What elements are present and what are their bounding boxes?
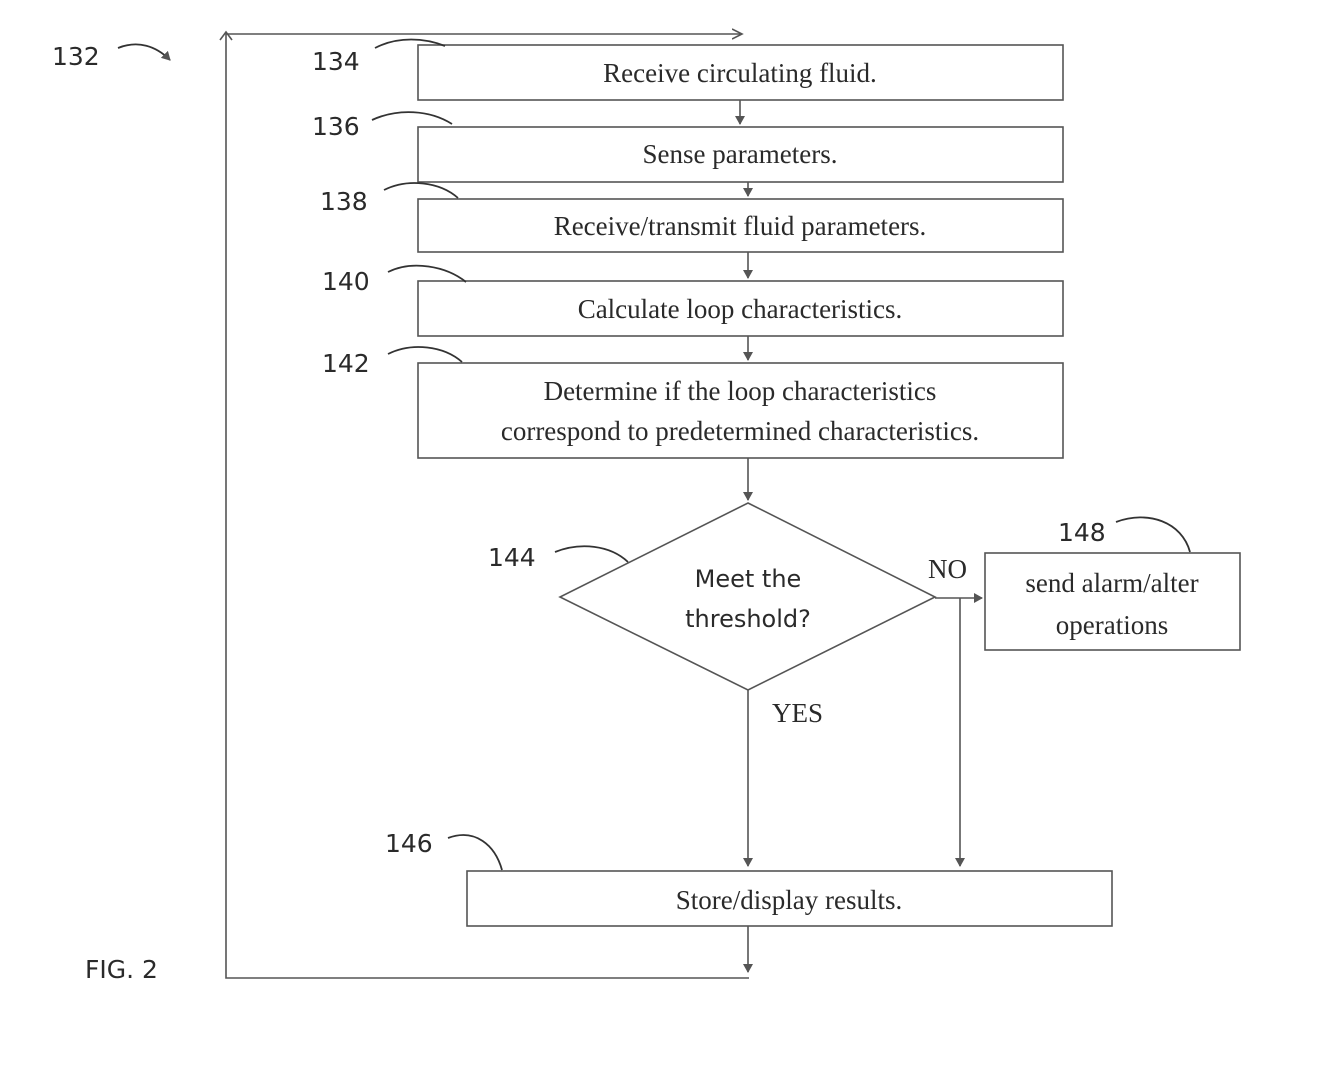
step-ref-138: 138: [320, 187, 368, 216]
decision-diamond: [560, 503, 935, 690]
alarm-ref-148: 148: [1058, 518, 1106, 547]
step-ref-140: 140: [322, 267, 370, 296]
step-text-determine-line1: Determine if the loop characteristics: [544, 376, 937, 406]
step-text-sense: Sense parameters.: [643, 139, 838, 169]
leader-148: [1116, 517, 1190, 552]
leader-138: [384, 183, 458, 198]
figure-ref-132: 132: [52, 42, 100, 71]
step-text-transmit: Receive/transmit fluid parameters.: [554, 211, 927, 241]
leader-142: [388, 347, 462, 362]
decision-ref-144: 144: [488, 543, 536, 572]
step-text-calculate: Calculate loop characteristics.: [578, 294, 903, 324]
no-label: NO: [928, 554, 967, 584]
store-ref-146: 146: [385, 829, 433, 858]
leader-146: [448, 835, 502, 870]
step-ref-136: 136: [312, 112, 360, 141]
decision-text-line2: threshold?: [685, 605, 811, 633]
yes-label: YES: [772, 698, 823, 728]
leader-144: [555, 546, 628, 562]
decision-text-line1: Meet the: [695, 565, 802, 593]
figure-ref-arrow: [118, 44, 170, 60]
figure-label: FIG. 2: [85, 955, 158, 984]
step-ref-142: 142: [322, 349, 370, 378]
alarm-text-line2: operations: [1056, 610, 1168, 640]
alarm-text-line1: send alarm/alter: [1025, 568, 1198, 598]
store-text: Store/display results.: [676, 885, 902, 915]
step-ref-134: 134: [312, 47, 360, 76]
step-text-determine-line2: correspond to predetermined characterist…: [501, 416, 979, 446]
step-text-receive-fluid: Receive circulating fluid.: [603, 58, 877, 88]
leader-140: [388, 266, 466, 282]
leader-136: [372, 112, 452, 124]
